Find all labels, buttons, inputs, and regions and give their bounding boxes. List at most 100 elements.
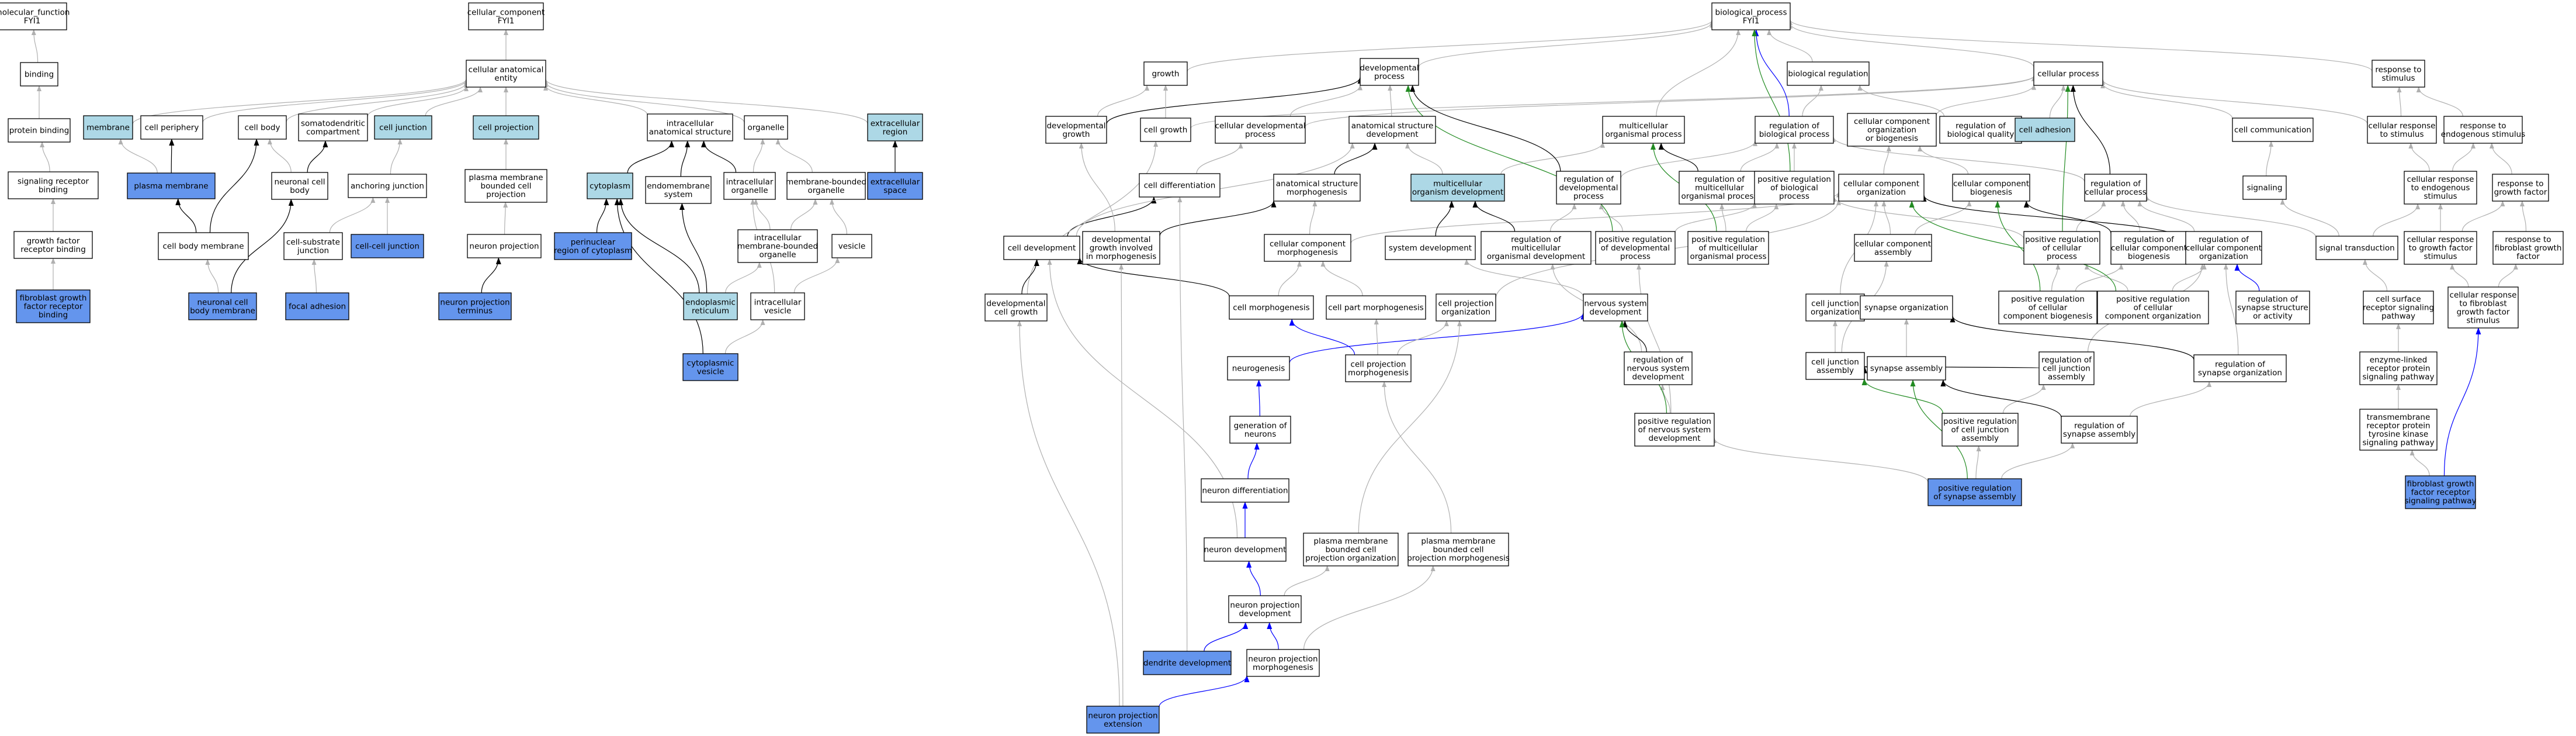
node-neuron-dev[interactable]: neuron development [1204, 537, 1287, 562]
node-neurogenesis[interactable]: neurogenesis [1227, 356, 1290, 381]
node-vesicle[interactable]: vesicle [831, 234, 872, 258]
node-synapse-org[interactable]: synapse organization [1860, 295, 1953, 320]
node-protein-binding[interactable]: protein binding [8, 118, 71, 143]
node-cell-projection[interactable]: cell projection [473, 115, 539, 140]
node-growth[interactable]: growth [1143, 61, 1188, 86]
node-cellular-process[interactable]: cellular process [2033, 61, 2103, 86]
node-plasma-membrane[interactable]: plasma membrane [127, 172, 216, 199]
node-cytoplasm[interactable]: cytoplasm [587, 172, 633, 199]
node-cell-adhesion[interactable]: cell adhesion [2015, 118, 2075, 142]
node-cell-diff[interactable]: cell differentiation [1139, 173, 1221, 198]
node-synapse-assembly[interactable]: synapse assembly [1867, 356, 1946, 381]
node-focal-adhesion[interactable]: focal adhesion [285, 292, 349, 320]
node-dendrite-dev[interactable]: dendrite development [1143, 651, 1232, 675]
node-cpm[interactable]: cell part morphogenesis [1326, 295, 1426, 320]
node-cell-comm[interactable]: cell communication [2232, 118, 2314, 142]
node-bio-reg[interactable]: biological regulation [1787, 61, 1870, 86]
node-organelle[interactable]: organelle [744, 115, 788, 140]
node-ccj[interactable]: cell-cell junction [351, 234, 424, 258]
node-sys-dev[interactable]: system development [1385, 236, 1476, 260]
node-neuron-diff[interactable]: neuron differentiation [1201, 478, 1289, 503]
node-cell-junction[interactable]: cell junction [374, 115, 432, 140]
node-cell-periphery[interactable]: cell periphery [140, 115, 203, 140]
node-cell-body[interactable]: cell body [238, 115, 287, 140]
node-membrane[interactable]: membrane [83, 115, 133, 140]
node-sig-trans[interactable]: signal transduction [2315, 236, 2398, 260]
node-cell-growth[interactable]: cell growth [1140, 118, 1191, 142]
